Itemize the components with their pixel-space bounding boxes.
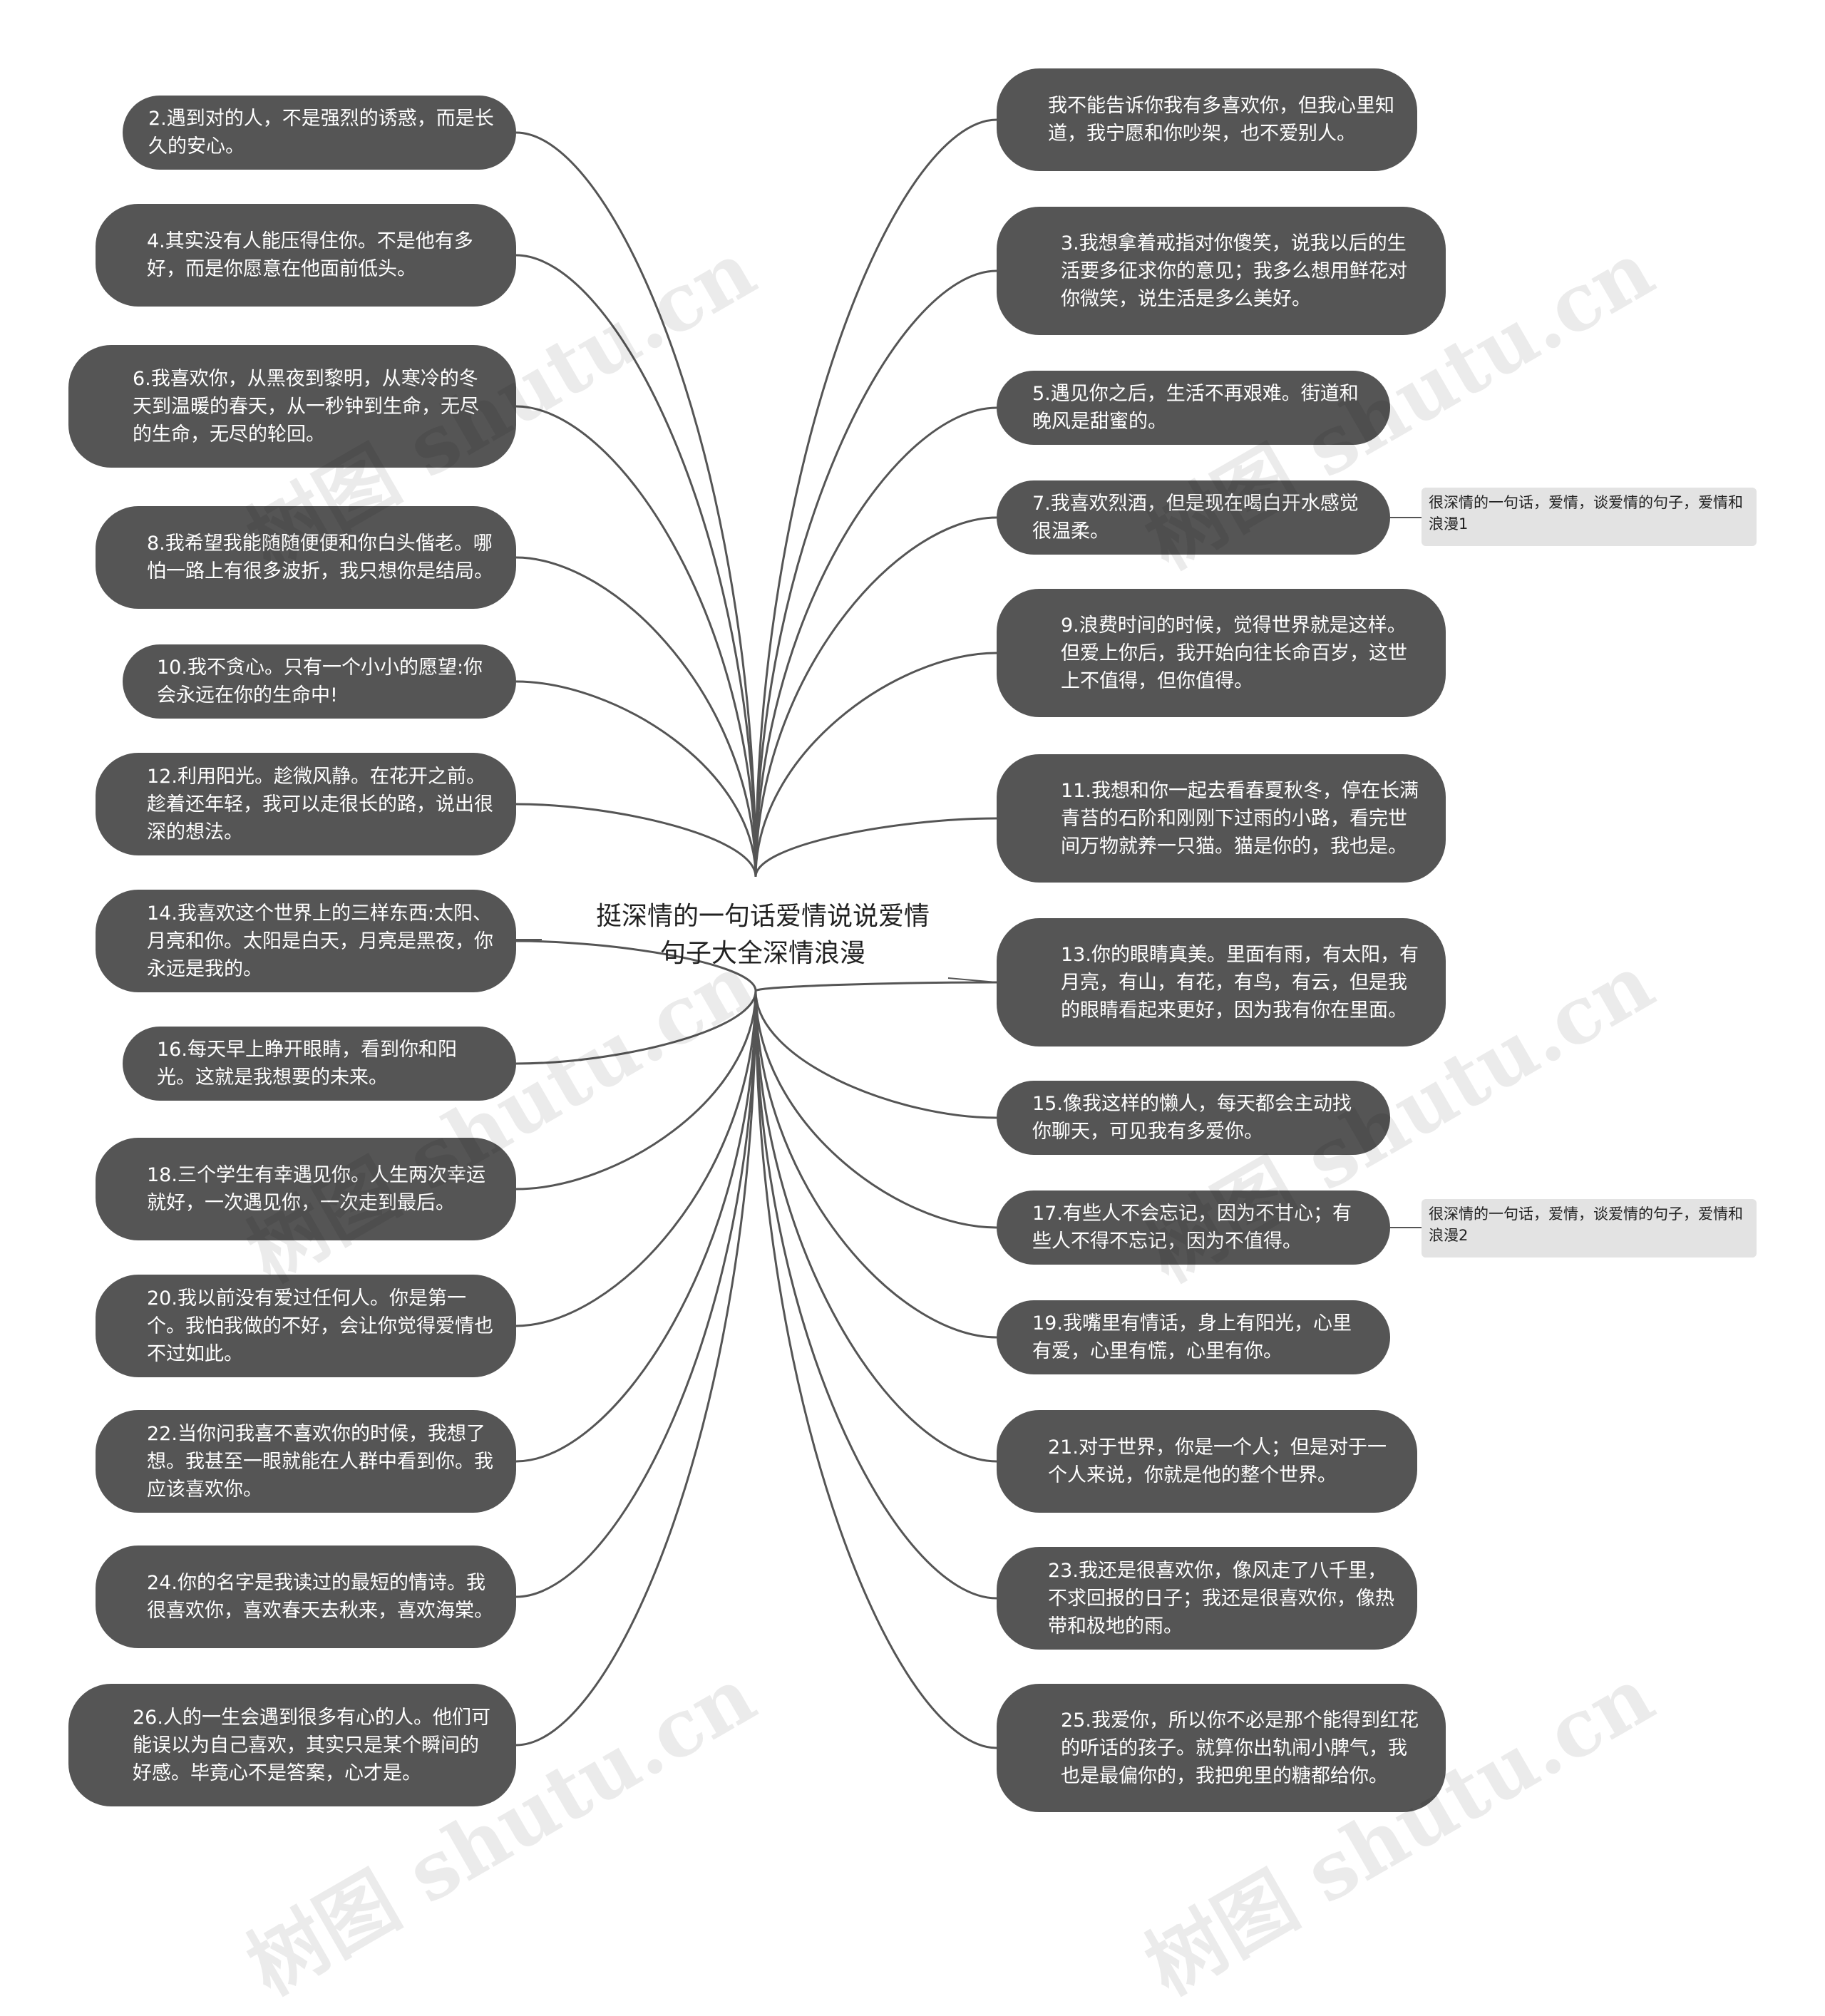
right-connector — [754, 981, 997, 992]
right-node-text: 9.浪费时间的时候，觉得世界就是这样。但爱上你后，我开始向往长命百岁，这世上不值… — [1061, 614, 1407, 692]
right-node[interactable]: 9.浪费时间的时候，觉得世界就是这样。但爱上你后，我开始向往长命百岁，这世上不值… — [997, 589, 1446, 717]
right-node-text: 7.我喜欢烈酒，但是现在喝白开水感觉很温柔。 — [1032, 493, 1359, 542]
left-node-text: 24.你的名字是我读过的最短的情诗。我很喜欢你，喜欢春天去秋来，喜欢海棠。 — [147, 1572, 493, 1622]
right-node-text: 23.我还是很喜欢你，像风走了八千里，不求回报的日子；我还是很喜欢你，像热带和极… — [1048, 1559, 1394, 1637]
left-node[interactable]: 20.我以前没有爱过任何人。你是第一个。我怕我做的不好，会让你觉得爱情也不过如此… — [96, 1275, 516, 1377]
left-connector — [515, 556, 757, 878]
left-connector — [515, 680, 757, 878]
right-connector — [754, 990, 997, 1229]
right-node-text: 21.对于世界，你是一个人；但是对于一个人来说，你就是他的整个世界。 — [1048, 1436, 1387, 1486]
left-connector — [515, 990, 757, 1327]
left-node[interactable]: 26.人的一生会遇到很多有心的人。他们可能误以为自己喜欢，其实只是某个瞬间的好感… — [68, 1684, 516, 1806]
right-node-text: 17.有些人不会忘记，因为不甘心；有些人不得不忘记，因为不值得。 — [1032, 1203, 1352, 1253]
right-connector — [754, 990, 997, 1749]
left-node-text: 20.我以前没有爱过任何人。你是第一个。我怕我做的不好，会让你觉得爱情也不过如此… — [147, 1287, 493, 1365]
left-connector — [515, 990, 757, 1065]
right-connector — [754, 652, 997, 878]
right-node[interactable]: 11.我想和你一起去看春夏秋冬，停在长满青苔的石阶和刚刚下过雨的小路，看完世间万… — [997, 754, 1446, 883]
right-node-text: 5.遇见你之后，生活不再艰难。街道和晚风是甜蜜的。 — [1032, 383, 1359, 433]
left-node[interactable]: 24.你的名字是我读过的最短的情诗。我很喜欢你，喜欢春天去秋来，喜欢海棠。 — [96, 1546, 516, 1648]
left-node-text: 2.遇到对的人，不是强烈的诱惑，而是长久的安心。 — [148, 108, 494, 158]
right-connector — [754, 269, 997, 878]
right-node[interactable]: 我不能告诉你我有多喜欢你，但我心里知道，我宁愿和你吵架，也不爱别人。 — [997, 68, 1417, 171]
right-connector — [754, 990, 997, 1119]
left-connector — [515, 131, 757, 878]
note-text: 很深情的一句话，爱情，谈爱情的句子，爱情和浪漫1 — [1429, 494, 1743, 533]
central-topic: 挺深情的一句话爱情说说爱情句子大全深情浪漫 — [585, 898, 941, 977]
left-node-text: 18.三个学生有幸遇见你。人生两次幸运就好，一次遇见你，一次走到最后。 — [147, 1164, 485, 1214]
right-node-text: 我不能告诉你我有多喜欢你，但我心里知道，我宁愿和你吵架，也不爱别人。 — [1048, 95, 1394, 145]
left-connector — [515, 940, 757, 992]
left-connector — [515, 990, 757, 1190]
left-node[interactable]: 18.三个学生有幸遇见你。人生两次幸运就好，一次遇见你，一次走到最后。 — [96, 1138, 516, 1240]
left-node[interactable]: 8.我希望我能随随便便和你白头偕老。哪怕一路上有很多波折，我只想你是结局。 — [96, 506, 516, 609]
left-node-text: 10.我不贪心。只有一个小小的愿望:你会永远在你的生命中! — [157, 657, 483, 706]
central-topic-text: 挺深情的一句话爱情说说爱情句子大全深情浪漫 — [595, 902, 930, 968]
right-connector — [754, 118, 997, 878]
left-node[interactable]: 22.当你问我喜不喜欢你的时候，我想了想。我甚至一眼就能在人群中看到你。我应该喜… — [96, 1410, 516, 1513]
left-connector — [515, 990, 757, 1463]
left-node[interactable]: 14.我喜欢这个世界上的三样东西:太阳、月亮和你。太阳是白天，月亮是黑夜，你永远… — [96, 890, 516, 992]
right-connector — [754, 990, 997, 1463]
right-node[interactable]: 19.我嘴里有情话，身上有阳光，心里有爱，心里有慌，心里有你。 — [997, 1300, 1390, 1374]
right-node-text: 11.我想和你一起去看春夏秋冬，停在长满青苔的石阶和刚刚下过雨的小路，看完世间万… — [1061, 779, 1419, 858]
left-node[interactable]: 2.遇到对的人，不是强烈的诱惑，而是长久的安心。 — [123, 96, 516, 170]
left-connector — [515, 990, 757, 1598]
left-node[interactable]: 6.我喜欢你，从黑夜到黎明，从寒冷的冬天到温暖的春天，从一秒钟到生命，无尽的生命… — [68, 345, 516, 468]
right-connector — [754, 516, 997, 878]
right-node[interactable]: 17.有些人不会忘记，因为不甘心；有些人不得不忘记，因为不值得。 — [997, 1190, 1390, 1265]
left-node-text: 8.我希望我能随随便便和你白头偕老。哪怕一路上有很多波折，我只想你是结局。 — [147, 533, 493, 582]
right-node[interactable]: 13.你的眼睛真美。里面有雨，有太阳，有月亮，有山，有花，有鸟，有云，但是我的眼… — [997, 918, 1446, 1046]
left-node-text: 12.利用阳光。趁微风静。在花开之前。趁着还年轻，我可以走很长的路，说出很深的想… — [147, 765, 493, 843]
right-connector — [754, 990, 997, 1600]
right-node[interactable]: 3.我想拿着戒指对你傻笑，说我以后的生活要多征求你的意见；我多么想用鲜花对你微笑… — [997, 207, 1446, 335]
left-connector — [515, 990, 757, 1747]
right-node[interactable]: 15.像我这样的懒人，每天都会主动找你聊天，可见我有多爱你。 — [997, 1081, 1390, 1155]
left-node-text: 22.当你问我喜不喜欢你的时候，我想了想。我甚至一眼就能在人群中看到你。我应该喜… — [147, 1422, 493, 1501]
left-connector — [515, 803, 757, 878]
left-node-text: 14.我喜欢这个世界上的三样东西:太阳、月亮和你。太阳是白天，月亮是黑夜，你永远… — [147, 902, 493, 980]
left-node[interactable]: 4.其实没有人能压得住你。不是他有多好，而是你愿意在他面前低头。 — [96, 204, 516, 307]
left-connector — [515, 254, 757, 878]
note-box[interactable]: 很深情的一句话，爱情，谈爱情的句子，爱情和浪漫2 — [1422, 1199, 1757, 1258]
left-connector — [515, 405, 757, 878]
right-node[interactable]: 21.对于世界，你是一个人；但是对于一个人来说，你就是他的整个世界。 — [997, 1410, 1417, 1513]
left-node-text: 16.每天早上睁开眼睛，看到你和阳光。这就是我想要的未来。 — [157, 1039, 457, 1089]
left-node-text: 6.我喜欢你，从黑夜到黎明，从寒冷的冬天到温暖的春天，从一秒钟到生命，无尽的生命… — [133, 367, 479, 446]
right-node[interactable]: 7.我喜欢烈酒，但是现在喝白开水感觉很温柔。 — [997, 480, 1390, 555]
left-node[interactable]: 12.利用阳光。趁微风静。在花开之前。趁着还年轻，我可以走很长的路，说出很深的想… — [96, 753, 516, 855]
connector-lines — [499, 118, 1422, 1749]
left-node[interactable]: 16.每天早上睁开眼睛，看到你和阳光。这就是我想要的未来。 — [123, 1027, 516, 1101]
right-node-text: 19.我嘴里有情话，身上有阳光，心里有爱，心里有慌，心里有你。 — [1032, 1312, 1352, 1362]
left-node[interactable]: 10.我不贪心。只有一个小小的愿望:你会永远在你的生命中! — [123, 644, 516, 719]
left-node-text: 26.人的一生会遇到很多有心的人。他们可能误以为自己喜欢，其实只是某个瞬间的好感… — [133, 1706, 490, 1784]
right-node-text: 15.像我这样的懒人，每天都会主动找你聊天，可见我有多爱你。 — [1032, 1093, 1352, 1143]
right-node[interactable]: 25.我爱你，所以你不必是那个能得到红花的听话的孩子。就算你出轨闹小脾气，我也是… — [997, 1684, 1446, 1812]
right-node[interactable]: 5.遇见你之后，生活不再艰难。街道和晚风是甜蜜的。 — [997, 371, 1390, 445]
right-connector — [754, 817, 997, 878]
note-text: 很深情的一句话，爱情，谈爱情的句子，爱情和浪漫2 — [1429, 1205, 1743, 1244]
note-box[interactable]: 很深情的一句话，爱情，谈爱情的句子，爱情和浪漫1 — [1422, 488, 1757, 546]
center-stub-right — [947, 977, 997, 983]
right-node-text: 13.你的眼睛真美。里面有雨，有太阳，有月亮，有山，有花，有鸟，有云，但是我的眼… — [1061, 943, 1419, 1022]
right-connector — [754, 406, 997, 878]
left-node-text: 4.其实没有人能压得住你。不是他有多好，而是你愿意在他面前低头。 — [147, 230, 473, 280]
right-node[interactable]: 23.我还是很喜欢你，像风走了八千里，不求回报的日子；我还是很喜欢你，像热带和极… — [997, 1547, 1417, 1650]
right-node-text: 25.我爱你，所以你不必是那个能得到红花的听话的孩子。就算你出轨闹小脾气，我也是… — [1061, 1709, 1419, 1787]
right-connector — [754, 990, 997, 1339]
right-node-text: 3.我想拿着戒指对你傻笑，说我以后的生活要多征求你的意见；我多么想用鲜花对你微笑… — [1061, 232, 1407, 310]
